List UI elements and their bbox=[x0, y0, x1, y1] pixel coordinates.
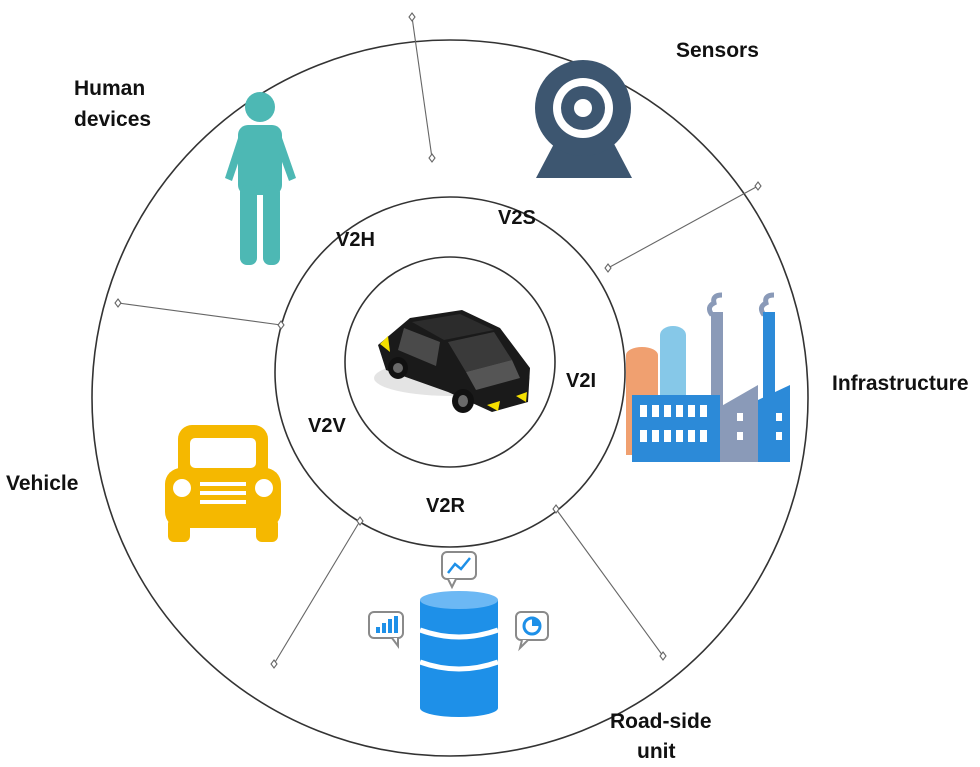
label-road-side-unit-line1: Road-side bbox=[610, 710, 712, 733]
label-road-side-unit-line2: unit bbox=[637, 740, 675, 763]
webcam-icon bbox=[535, 60, 632, 178]
database-icon bbox=[419, 591, 499, 717]
label-v2h: V2H bbox=[336, 229, 375, 251]
bar-chart-bubble-icon bbox=[368, 611, 404, 649]
outer-ring bbox=[91, 39, 809, 757]
label-human-devices-line1: Human bbox=[74, 77, 145, 100]
label-infrastructure: Infrastructure bbox=[832, 372, 969, 395]
label-v2s: V2S bbox=[498, 207, 536, 229]
segment-dividers bbox=[114, 12, 762, 669]
taxi-icon bbox=[165, 425, 281, 542]
label-v2r: V2R bbox=[426, 495, 465, 517]
black-car-icon bbox=[374, 310, 530, 413]
pie-chart-bubble-icon bbox=[515, 611, 549, 652]
label-sensors: Sensors bbox=[676, 39, 759, 62]
label-v2v: V2V bbox=[308, 415, 346, 437]
middle-ring bbox=[274, 196, 626, 548]
label-vehicle: Vehicle bbox=[6, 472, 78, 495]
line-chart-bubble-icon bbox=[441, 551, 477, 590]
factory-icon bbox=[626, 292, 790, 462]
label-human-devices-line2: devices bbox=[74, 108, 151, 131]
inner-ring bbox=[344, 256, 556, 468]
person-icon bbox=[225, 92, 296, 265]
label-v2i: V2I bbox=[566, 370, 596, 392]
